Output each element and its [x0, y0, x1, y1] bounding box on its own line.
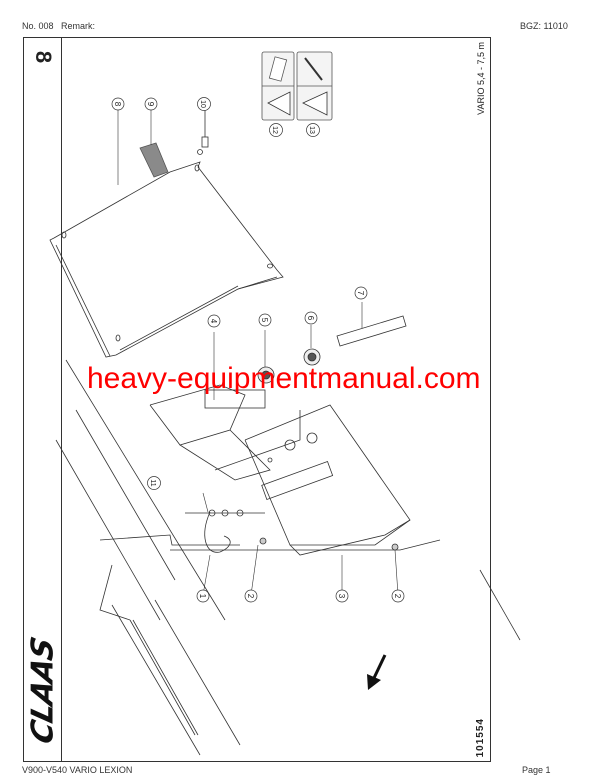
callout-6: 6 — [304, 311, 318, 325]
footer-right: Page 1 — [522, 765, 551, 775]
callout-4: 4 — [207, 314, 221, 328]
cover-plate — [49, 161, 284, 358]
callout-5: 5 — [258, 313, 272, 327]
footer-left: V900-V540 VARIO LEXION — [22, 765, 133, 775]
title-column: 8 CLAAS — [24, 38, 62, 761]
callout-12: 12 — [269, 123, 283, 137]
callout-11: 11 — [147, 476, 161, 490]
svg-text:4: 4 — [209, 319, 218, 324]
callout-13: 13 — [306, 123, 320, 137]
svg-text:8: 8 — [113, 102, 122, 107]
callout-2a: 2 — [244, 589, 258, 603]
header-right: BGZ: 11010 — [520, 21, 568, 31]
svg-text:11: 11 — [149, 479, 156, 486]
callout-10: 10 — [197, 97, 211, 111]
svg-text:6: 6 — [306, 316, 315, 321]
warning-decals — [261, 51, 333, 121]
svg-text:2: 2 — [393, 594, 402, 599]
watermark-text: heavy-equipmentmanual.com — [87, 362, 481, 395]
direction-arrow-icon — [367, 654, 387, 690]
callout-1: 1 — [196, 589, 210, 603]
svg-text:3: 3 — [337, 594, 346, 599]
svg-text:13: 13 — [308, 126, 315, 134]
svg-text:9: 9 — [146, 102, 155, 107]
callout-2b: 2 — [391, 589, 405, 603]
callout-3: 3 — [335, 589, 349, 603]
svg-text:10: 10 — [199, 100, 206, 108]
svg-text:2: 2 — [246, 594, 255, 599]
svg-text:5: 5 — [260, 318, 269, 323]
callout-9: 9 — [144, 97, 158, 111]
drawing-frame: 8 CLAAS VARIO 5,4 - 7,5 m 101554 — [23, 37, 491, 762]
callout-7: 7 — [354, 286, 368, 300]
svg-text:12: 12 — [271, 126, 278, 134]
header-left: No. 008 Remark: — [22, 21, 96, 31]
svg-text:7: 7 — [356, 291, 365, 296]
svg-text:1: 1 — [198, 594, 207, 599]
callout-8: 8 — [111, 97, 125, 111]
